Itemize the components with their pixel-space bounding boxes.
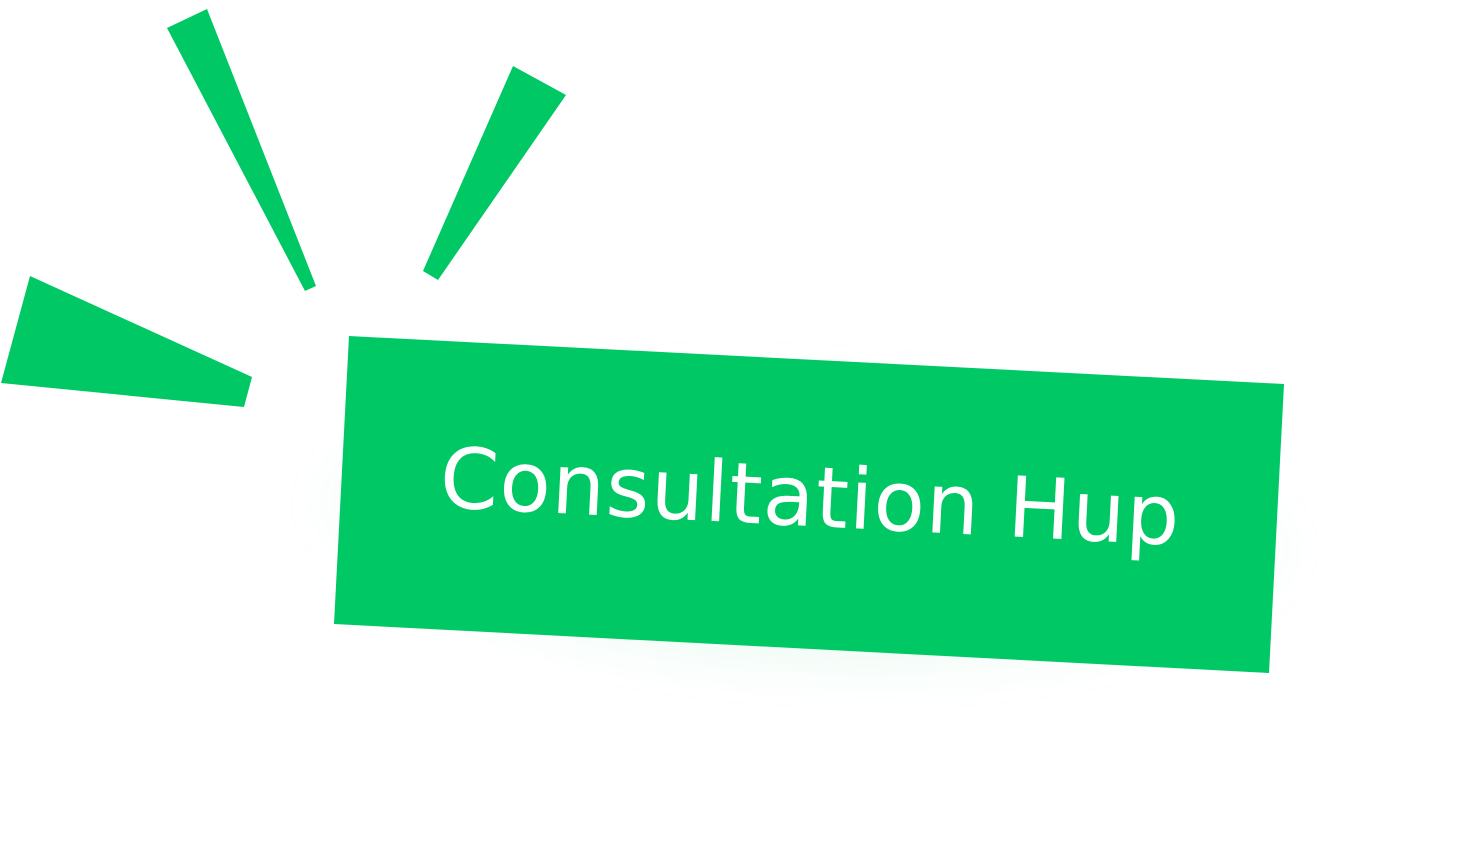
burst-ray-top-left	[167, 9, 316, 291]
burst-ray-left	[1, 276, 252, 407]
badge-label: Consultation Hup	[437, 428, 1184, 566]
consultation-hub-badge[interactable]: Consultation Hup	[335, 336, 1285, 672]
badge-shape	[334, 336, 1284, 673]
burst-ray-top-right	[423, 66, 566, 280]
